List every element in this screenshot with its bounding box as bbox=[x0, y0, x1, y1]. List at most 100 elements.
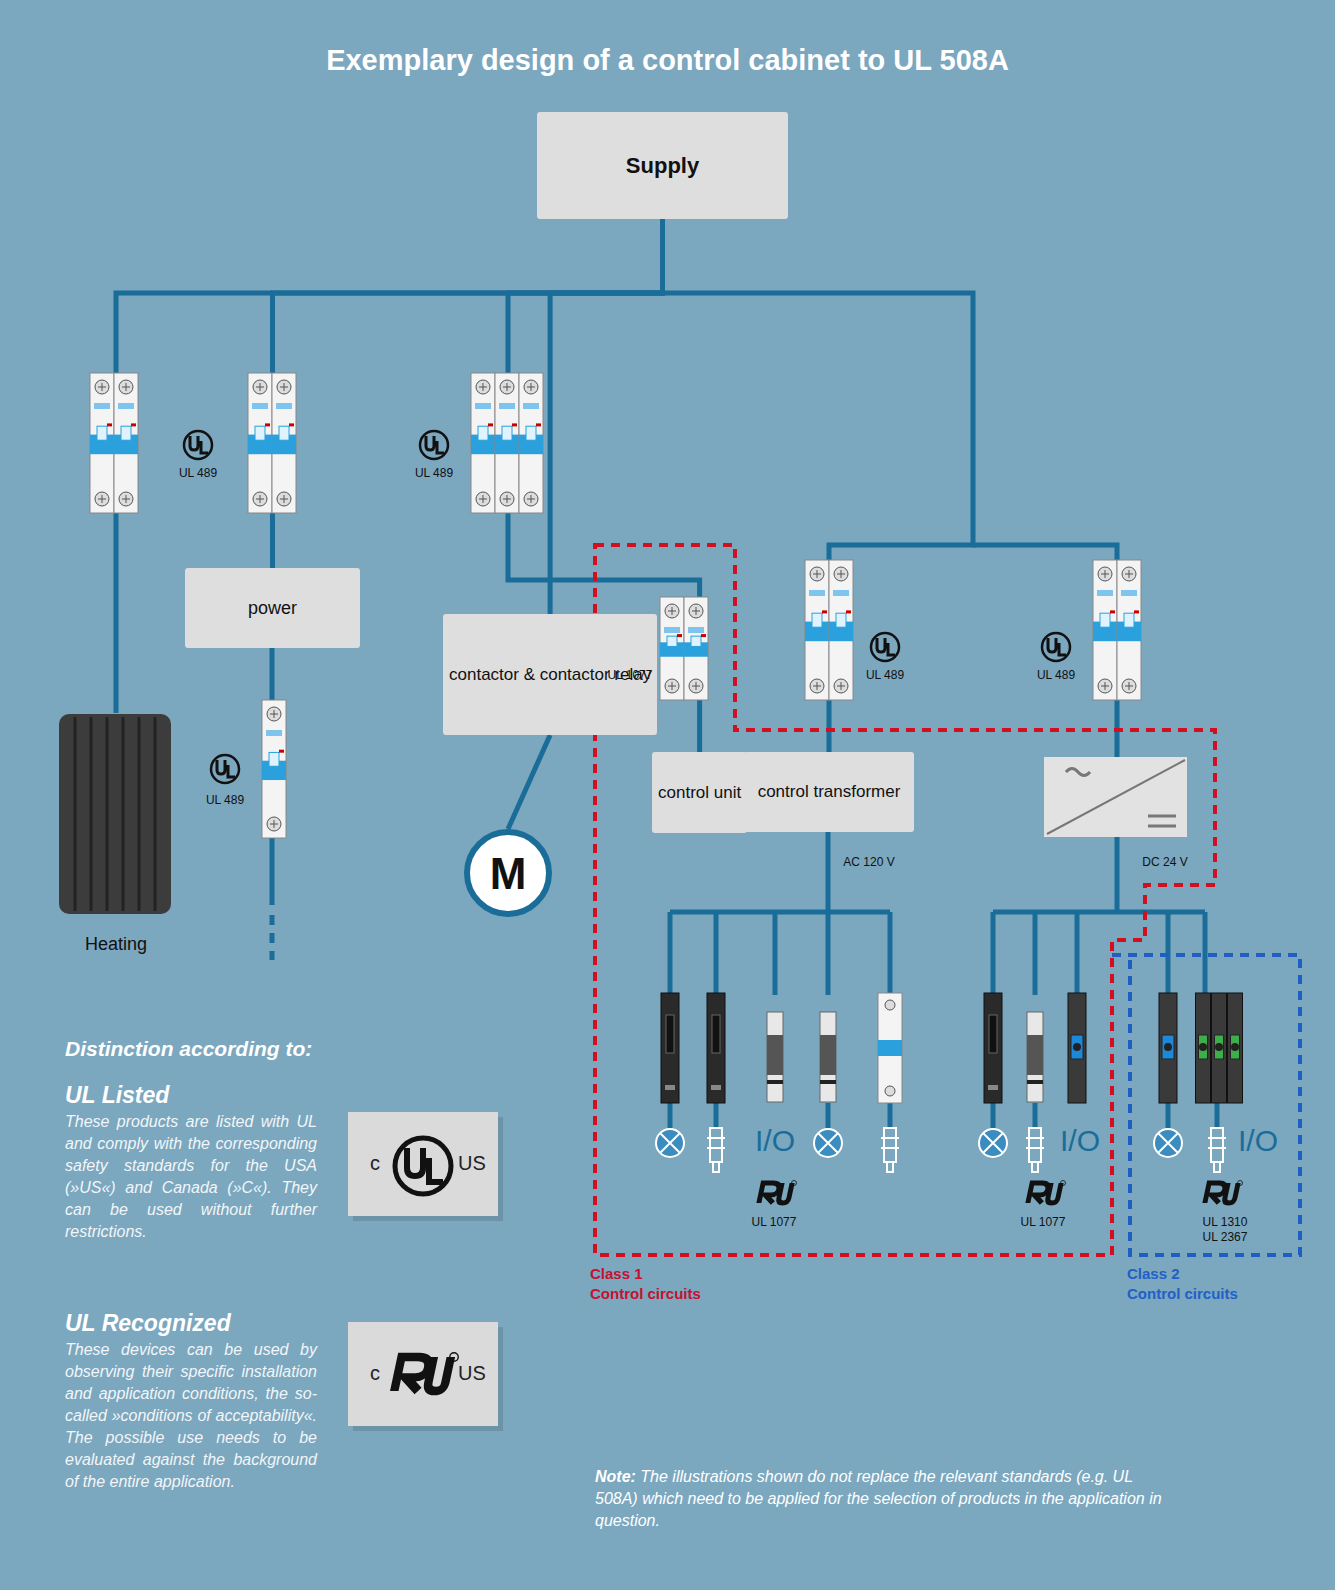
breaker-module bbox=[471, 373, 495, 513]
logo-box bbox=[348, 1112, 498, 1216]
cabinet-art bbox=[119, 380, 133, 394]
lamp-cross bbox=[660, 1133, 680, 1153]
note-text: The illustrations shown do not replace t… bbox=[595, 1468, 1162, 1529]
cabinet-art bbox=[256, 383, 264, 391]
cabinet-art bbox=[833, 590, 849, 596]
sensor-lines bbox=[1026, 1138, 1044, 1172]
ul-listed-mark bbox=[211, 755, 239, 783]
wire bbox=[714, 1103, 719, 1128]
cabinet-art bbox=[267, 707, 281, 721]
cabinet-art bbox=[266, 730, 282, 736]
cabinet-art bbox=[253, 380, 267, 394]
label: Control circuits bbox=[590, 1285, 701, 1302]
cabinet-art bbox=[478, 426, 488, 440]
standard-label: UL 489 bbox=[415, 466, 453, 480]
breaker-module bbox=[1093, 560, 1117, 700]
terminal-body bbox=[767, 1035, 783, 1075]
cabinet-art bbox=[395, 1138, 451, 1194]
standard-label: UL 1310 bbox=[1203, 1215, 1248, 1229]
wire bbox=[1033, 1103, 1038, 1128]
cabinet-art bbox=[778, 1183, 792, 1203]
wire-connector bbox=[550, 219, 662, 614]
motor-circle: M bbox=[464, 829, 552, 917]
module-knob bbox=[1164, 1043, 1172, 1051]
wire bbox=[1203, 912, 1208, 995]
cabinet-art bbox=[280, 383, 288, 391]
label: Control circuits bbox=[1127, 1285, 1238, 1302]
cabinet-art bbox=[692, 607, 700, 615]
standard-label: UL 489 bbox=[179, 466, 217, 480]
label: c bbox=[370, 1152, 380, 1175]
fuse-lever bbox=[666, 1015, 674, 1053]
breaker-module bbox=[114, 373, 138, 513]
cabinet-art bbox=[691, 636, 701, 646]
cabinet-art bbox=[1098, 567, 1112, 581]
standard-label: AC 120 V bbox=[843, 855, 894, 869]
cabinet-art bbox=[1101, 682, 1109, 690]
ul-listed-mark bbox=[395, 1138, 451, 1194]
cabinet-art bbox=[526, 426, 536, 440]
cabinet-art bbox=[503, 383, 511, 391]
module-indicator bbox=[1199, 1035, 1208, 1059]
ul-listed-mark bbox=[184, 431, 212, 459]
cabinet-art bbox=[255, 426, 265, 440]
wire bbox=[270, 915, 275, 960]
electronic-module bbox=[1212, 993, 1227, 1103]
standard-label: DC 24 V bbox=[1142, 855, 1187, 869]
cabinet-art bbox=[217, 760, 235, 777]
cabinet-art bbox=[809, 590, 825, 596]
cabinet-art bbox=[877, 638, 895, 655]
heater-body bbox=[59, 714, 171, 914]
cabinet-art bbox=[502, 426, 512, 440]
note: Note: The illustrations shown do not rep… bbox=[595, 1466, 1175, 1532]
heater-fin bbox=[138, 717, 141, 911]
cabinet-art bbox=[119, 492, 133, 506]
wire-connector bbox=[273, 219, 663, 568]
cabinet-art bbox=[270, 710, 278, 718]
cabinet-art bbox=[471, 373, 495, 513]
lamp-symbol bbox=[814, 1129, 842, 1157]
electronic-module bbox=[1228, 993, 1243, 1103]
cabinet-art bbox=[90, 373, 114, 513]
cabinet-art bbox=[499, 403, 515, 409]
heater-fin bbox=[106, 717, 109, 911]
cabinet-art bbox=[536, 423, 541, 426]
cabinet-art bbox=[450, 1353, 459, 1362]
cabinet-art bbox=[248, 373, 272, 513]
cabinet-art bbox=[1061, 1181, 1066, 1186]
sensor-lines bbox=[1208, 1138, 1226, 1172]
cabinet-art bbox=[279, 426, 289, 440]
cabinet-art bbox=[523, 403, 539, 409]
label: UL Listed bbox=[65, 1082, 169, 1109]
heater-fin bbox=[90, 717, 93, 911]
module-indicator bbox=[1215, 1035, 1224, 1059]
spacer bbox=[636, 1468, 640, 1485]
ul-recognized-mark bbox=[759, 1181, 797, 1204]
cabinet-art bbox=[1122, 679, 1136, 693]
node-text: power bbox=[248, 597, 297, 620]
standard-label: UL 1077 bbox=[1021, 1215, 1066, 1229]
sensor-symbol bbox=[710, 1128, 722, 1162]
fuse-holder bbox=[661, 993, 679, 1103]
description: These products are listed with UL and co… bbox=[65, 1111, 317, 1243]
wire bbox=[670, 910, 890, 915]
breaker-module bbox=[495, 373, 519, 513]
cabinet-art bbox=[131, 423, 136, 426]
cabinet-art bbox=[836, 613, 846, 627]
breaker-module bbox=[262, 700, 286, 838]
breaker-module bbox=[805, 560, 829, 700]
standard-label: UL 489 bbox=[1037, 668, 1075, 682]
module-knob bbox=[1073, 1043, 1081, 1051]
fuse-mark bbox=[665, 1085, 675, 1090]
dc-symbol bbox=[1148, 816, 1176, 826]
component-box: control transformer bbox=[744, 752, 914, 832]
cabinet-art bbox=[277, 380, 291, 394]
cabinet-art bbox=[476, 380, 490, 394]
io-symbol: I/O bbox=[755, 1124, 795, 1158]
terminal-band bbox=[820, 1080, 836, 1084]
heater-fin bbox=[154, 717, 157, 911]
lamp-cross bbox=[818, 1133, 838, 1153]
electronic-module bbox=[1068, 993, 1086, 1103]
lamp-symbol bbox=[979, 1129, 1007, 1157]
